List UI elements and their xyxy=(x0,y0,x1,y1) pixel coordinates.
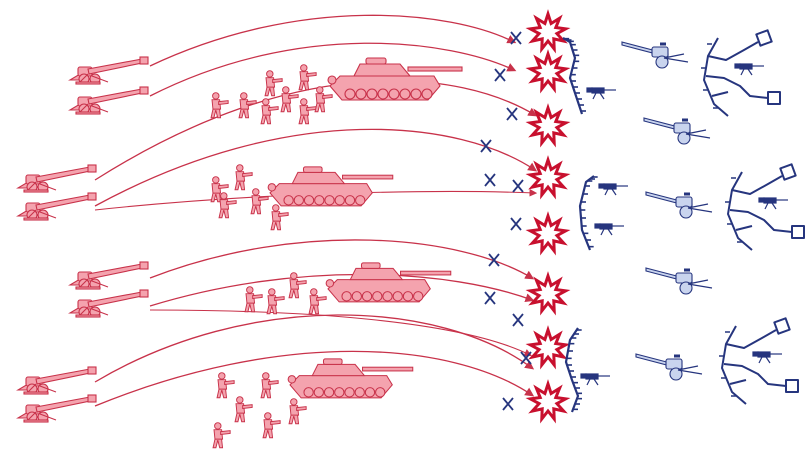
tank-icon xyxy=(327,57,463,101)
trajectory-arrow xyxy=(94,314,535,383)
trench-line-icon xyxy=(578,175,598,251)
artillery-icon xyxy=(16,394,97,423)
x-mark-icon xyxy=(510,217,522,231)
artillery-icon xyxy=(68,56,149,85)
trajectory-arrow xyxy=(149,309,532,356)
trajectory-arrow xyxy=(94,80,538,181)
infantry-soldier-icon xyxy=(212,422,231,449)
infantry-soldier-icon xyxy=(288,398,307,425)
defensive-positions xyxy=(562,29,805,413)
infantry-soldier-icon xyxy=(298,64,317,91)
anti-tank-gun-icon xyxy=(621,41,689,69)
trench-line-icon xyxy=(564,327,582,413)
x-mark-icon xyxy=(512,313,524,327)
infantry-soldier-icon xyxy=(234,164,253,191)
machine-gun-icon xyxy=(598,183,628,196)
infantry-soldier-icon xyxy=(260,372,279,399)
tank-icon xyxy=(325,262,452,303)
infantry-soldier-icon xyxy=(238,92,257,119)
x-mark-icon xyxy=(510,31,522,45)
x-mark-icon xyxy=(512,179,524,193)
x-mark-icon xyxy=(494,68,506,82)
bunker-icon xyxy=(725,163,805,251)
x-mark-icon xyxy=(484,173,496,187)
infantry-soldier-icon xyxy=(270,204,289,231)
miss-markers xyxy=(480,31,532,411)
trajectory-arrow xyxy=(149,239,535,280)
infantry-soldier-icon xyxy=(308,288,327,315)
attacking-force xyxy=(16,56,463,449)
trench-line-icon xyxy=(562,37,586,115)
artillery-icon xyxy=(16,192,97,221)
explosion-icon xyxy=(525,49,571,94)
explosion-icon xyxy=(525,271,571,316)
explosion-line xyxy=(525,9,571,424)
infantry-soldier-icon xyxy=(216,372,235,399)
artillery-icon xyxy=(68,86,149,115)
artillery-icon xyxy=(16,164,97,193)
x-mark-icon xyxy=(488,253,500,267)
infantry-soldier-icon xyxy=(262,412,281,439)
machine-gun-icon xyxy=(734,63,764,76)
trajectory-arrow xyxy=(94,128,538,207)
explosion-icon xyxy=(525,325,571,370)
infantry-soldier-icon xyxy=(264,70,283,97)
anti-tank-gun-icon xyxy=(635,353,703,381)
machine-gun-icon xyxy=(758,197,788,210)
explosion-icon xyxy=(525,103,571,148)
x-mark-icon xyxy=(506,107,518,121)
x-mark-icon xyxy=(502,397,514,411)
tank-icon xyxy=(267,166,394,207)
infantry-soldier-icon xyxy=(314,86,333,113)
infantry-soldier-icon xyxy=(210,92,229,119)
explosion-icon xyxy=(525,9,571,54)
anti-tank-gun-icon xyxy=(645,267,713,295)
explosion-icon xyxy=(525,211,571,256)
infantry-soldier-icon xyxy=(266,288,285,315)
tank-icon xyxy=(287,358,414,399)
infantry-soldier-icon xyxy=(218,192,237,219)
infantry-soldier-icon xyxy=(280,86,299,113)
trajectory-arrow xyxy=(94,350,535,407)
bunker-icon xyxy=(719,317,799,405)
machine-gun-icon xyxy=(580,373,610,386)
machine-gun-icon xyxy=(594,223,624,236)
anti-tank-gun-icon xyxy=(643,117,711,145)
artillery-icon xyxy=(16,366,97,395)
explosion-icon xyxy=(525,379,571,424)
x-mark-icon xyxy=(480,139,492,153)
anti-tank-gun-icon xyxy=(645,191,713,219)
infantry-soldier-icon xyxy=(244,286,263,313)
infantry-soldier-icon xyxy=(260,98,279,125)
machine-gun-icon xyxy=(586,87,616,100)
bunker-icon xyxy=(701,29,781,117)
trajectory-arrow xyxy=(149,42,517,97)
x-mark-icon xyxy=(484,291,496,305)
x-mark-icon xyxy=(520,351,532,365)
explosion-icon xyxy=(525,155,571,200)
infantry-soldier-icon xyxy=(210,176,229,203)
infantry-soldier-icon xyxy=(250,188,269,215)
artillery-icon xyxy=(68,261,149,290)
infantry-soldier-icon xyxy=(298,98,317,125)
infantry-soldier-icon xyxy=(288,272,307,299)
infantry-soldier-icon xyxy=(234,396,253,423)
trajectory-arrow xyxy=(149,14,517,67)
machine-gun-icon xyxy=(752,351,782,364)
artillery-icon xyxy=(68,289,149,318)
